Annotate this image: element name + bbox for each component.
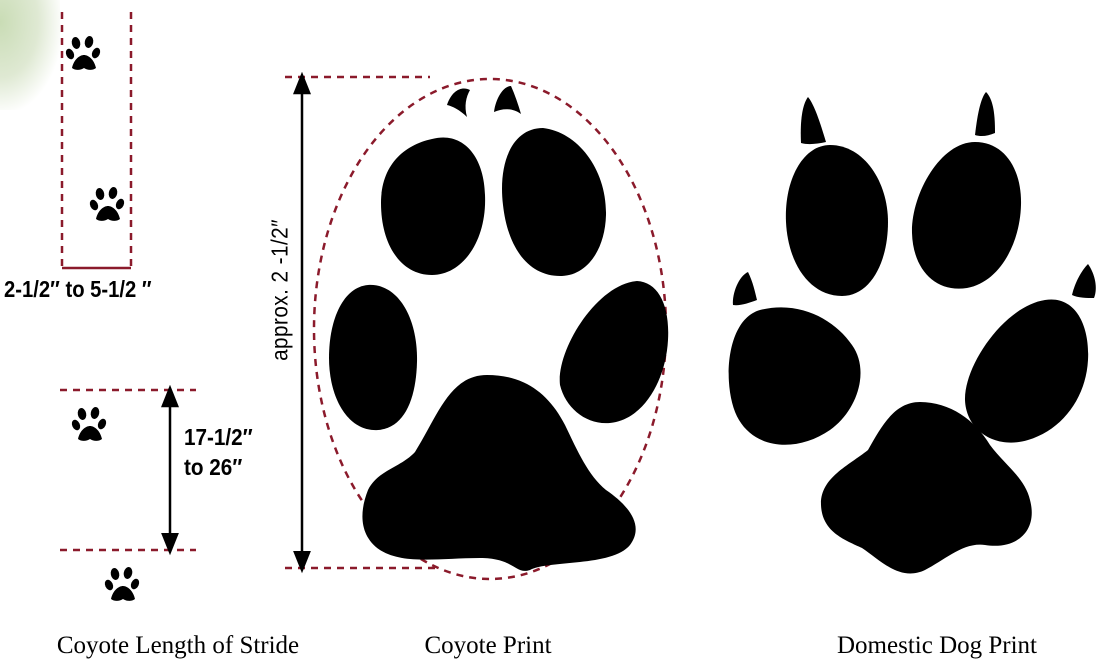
dog-claw [801,97,826,144]
coyote-toe-pad [502,128,606,276]
dog-toe-pad [786,145,888,296]
print-length-label: approx. 2 -1/2″ [267,219,294,361]
coyote-toe-pad [381,137,485,275]
coyote-toe-pad [560,281,668,423]
dog-toe-pad [965,299,1088,442]
coyote-toe-pad [329,285,417,430]
dog-toe-pad [729,307,861,444]
dog-claw [1072,264,1096,298]
dog-print [729,92,1096,573]
caption-stride: Coyote Length of Stride [57,632,299,660]
coyote-claw [494,86,521,114]
dog-toe-pad [912,142,1021,289]
stride-length-label-line2: to 26″ [184,454,242,481]
caption-dog-print: Domestic Dog Print [837,632,1037,660]
small-paw-icon [88,186,126,221]
small-paw-icon [103,566,141,601]
dog-claw [733,272,757,305]
stride-length-label: 17-1/2″ [184,424,253,451]
coyote-claw [447,89,470,117]
small-paw-icon [64,35,102,70]
dog-claw [975,92,995,136]
small-paw-icon [70,406,108,441]
coyote-print [329,86,668,571]
caption-coyote-print: Coyote Print [424,632,551,660]
track-width-label: 2-1/2″ to 5-1/2 ″ [4,276,152,303]
